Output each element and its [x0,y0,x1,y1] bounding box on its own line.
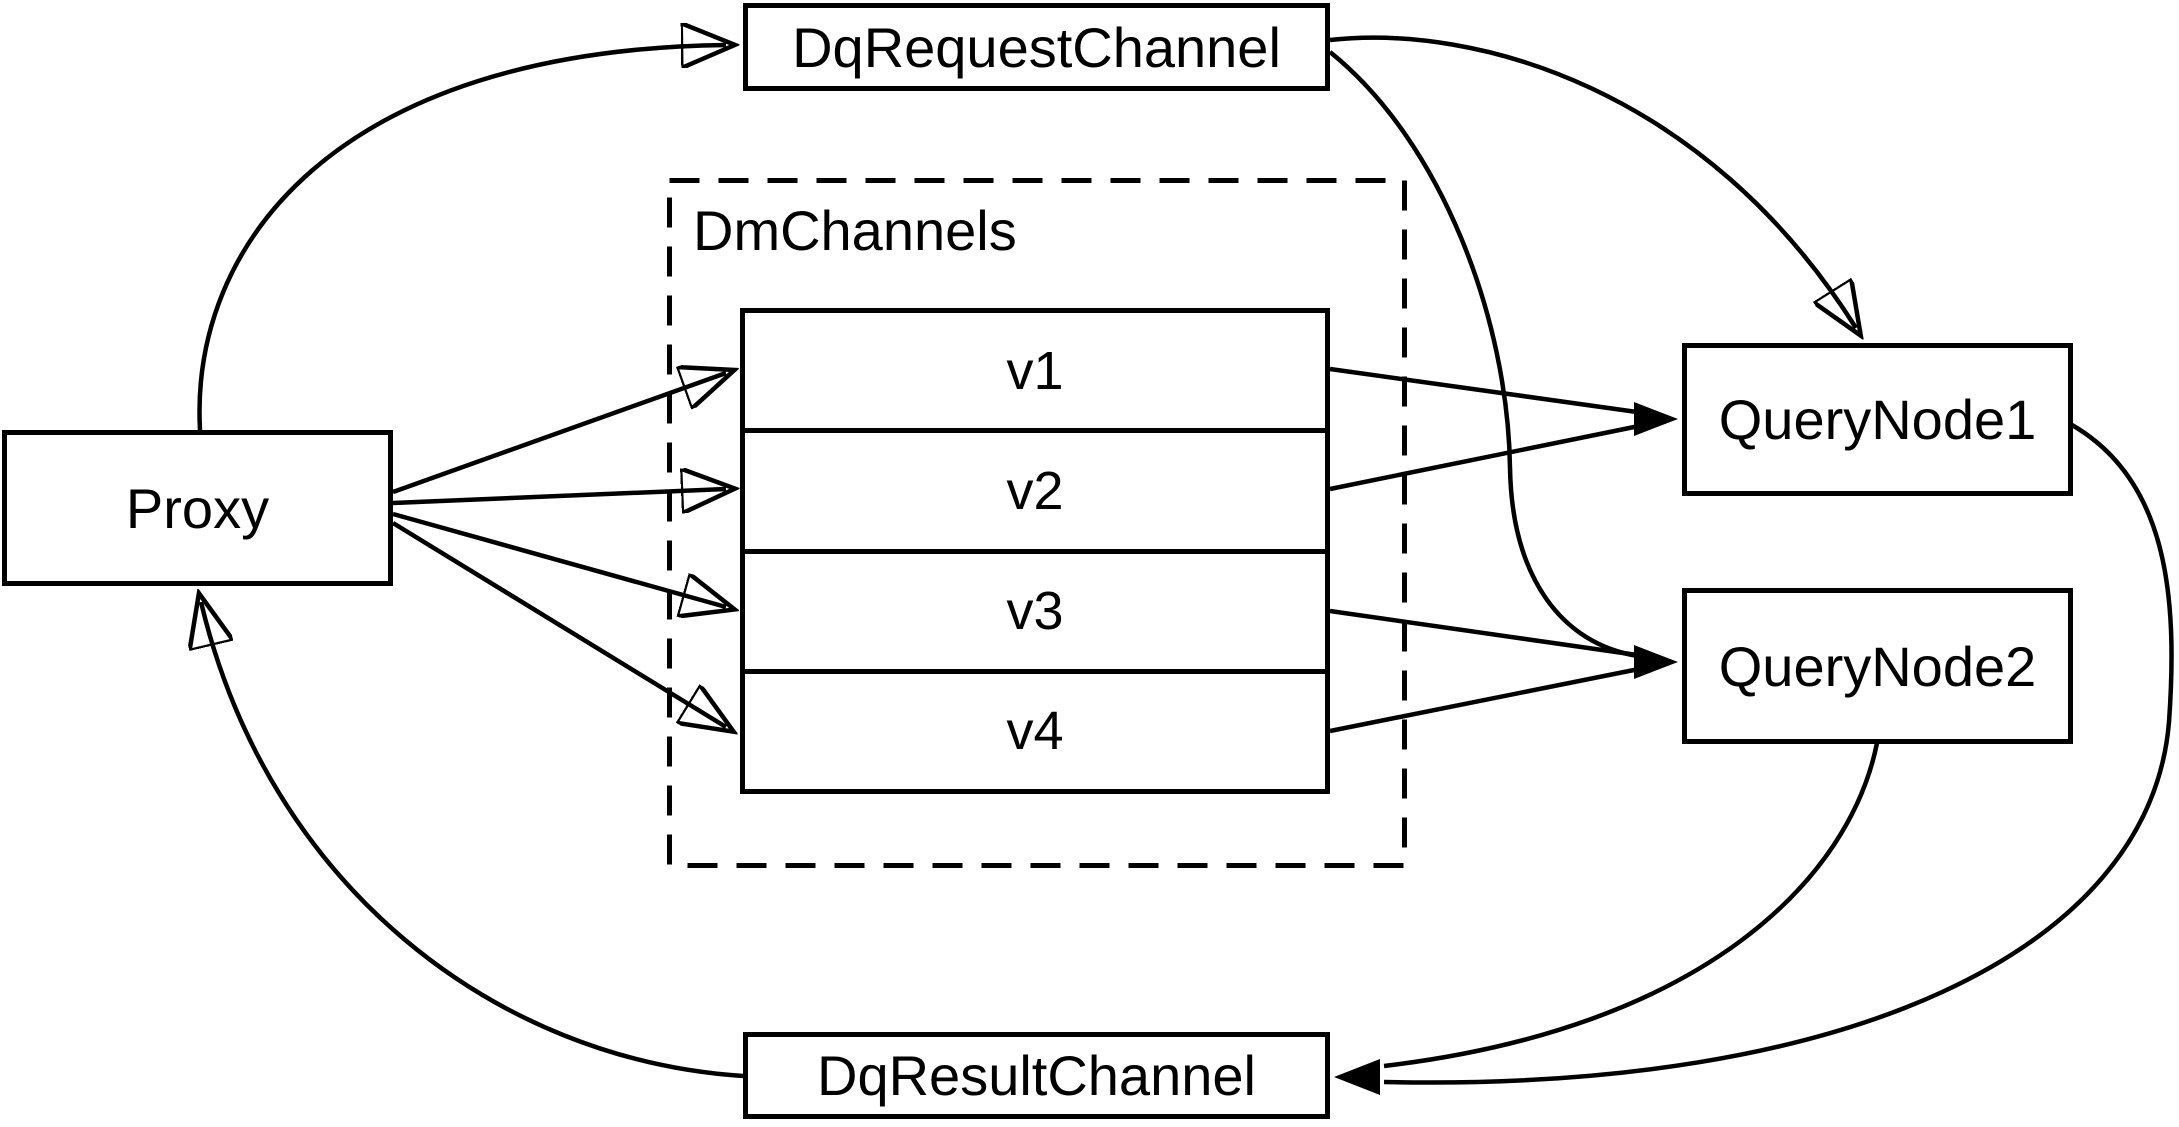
edge-proxy-to-v2 [392,489,726,503]
dmchannels-stack: v1 v2 v3 v4 [740,308,1330,794]
node-dqresultchannel: DqResultChannel [743,1032,1330,1119]
node-querynode2-label: QueryNode2 [1718,634,2037,698]
arrowhead-querynode1-left [1634,402,1678,436]
edge-querynode2-to-dqresultchannel [1383,742,1880,1069]
channel-row-v3: v3 [745,548,1325,669]
node-querynode1-label: QueryNode1 [1718,388,2037,451]
edge-dqrequestchannel-to-querynode1 [1329,35,1856,328]
edge-v4-to-querynode2 [1329,665,1645,734]
edge-dqrequestchannel-to-querynode2 [1328,50,1639,659]
channel-row-v2: v2 [745,428,1325,548]
arrowhead-dqresultchannel-right [1334,1059,1380,1095]
node-querynode1: QueryNode1 [1682,343,2073,496]
edge-dqresultchannel-to-proxy [201,602,744,1079]
arrowhead-querynode2-left [1634,645,1678,679]
dmchannels-group-label: DmChannels [693,199,1017,262]
node-querynode2: QueryNode2 [1682,588,2073,744]
edge-proxy-to-dqrequestchannel [197,45,726,431]
channel-row-v1: v1 [1006,340,1064,401]
node-proxy-label: Proxy [125,476,270,540]
node-dqrequestchannel-label: DqRequestChannel [792,15,1281,79]
dmchannels-group-border [667,178,1407,868]
edge-querynode1-to-dqresultchannel [1383,423,2174,1085]
node-dqresultchannel-label: DqResultChannel [817,1044,1256,1107]
node-dqrequestchannel: DqRequestChannel [743,3,1330,91]
edge-v3-to-querynode2 [1329,608,1645,659]
edge-proxy-to-v3 [392,511,726,607]
edge-proxy-to-v1 [392,373,726,495]
node-proxy: Proxy [2,430,393,586]
edge-v1-to-querynode1 [1329,366,1645,416]
channel-row-v4: v4 [745,668,1325,789]
edge-v2-to-querynode1 [1329,422,1645,492]
edge-proxy-to-v4 [391,521,726,727]
